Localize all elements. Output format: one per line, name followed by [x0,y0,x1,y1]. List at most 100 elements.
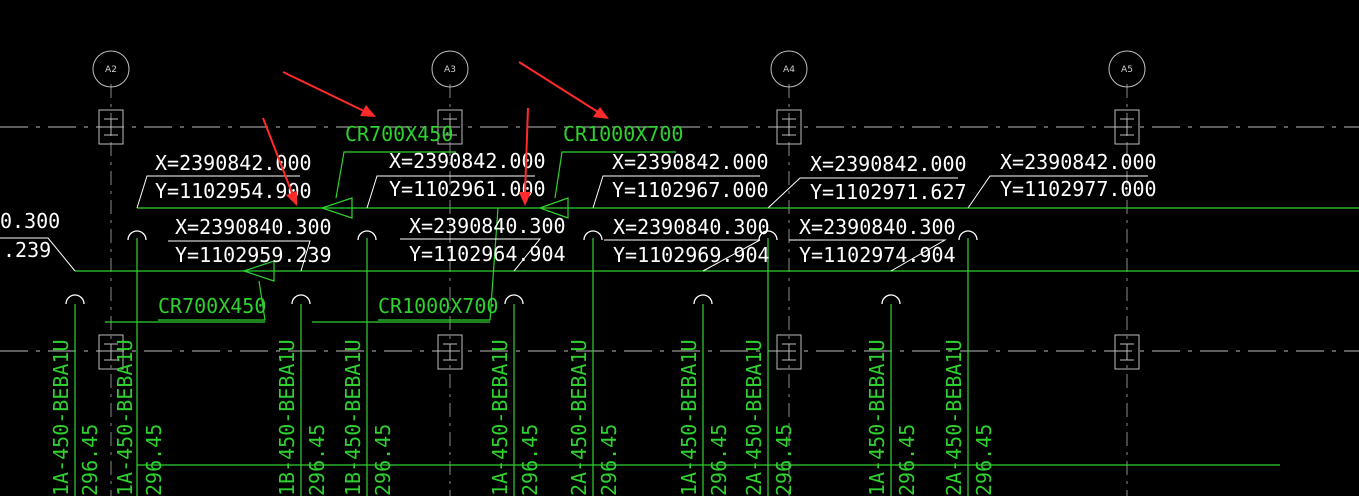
svg-text:CR1000X700: CR1000X700 [378,294,498,318]
column-symbol [1114,109,1140,145]
arc-marker [693,294,713,305]
coord-label: X=2390840.300 Y=1102959.239 [168,215,332,272]
svg-text:296.45: 296.45 [895,424,919,496]
column-symbol [776,334,802,370]
red-arrow-icon [282,71,376,117]
svg-text:A4: A4 [783,65,795,75]
column-symbol [98,334,124,370]
svg-text:X=2390840.300: X=2390840.300 [175,215,332,239]
annotation-arrows [262,61,609,206]
coord-label: X=2390840.300 Y=1102969.904 [604,215,770,272]
svg-text:Y=1102971.627: Y=1102971.627 [810,180,967,204]
svg-text:A5: A5 [1121,65,1133,75]
coord-label: X=2390840.300 Y=1102964.904 [400,214,566,272]
svg-text:CR700X450: CR700X450 [345,122,453,146]
svg-text:X=2390842.000: X=2390842.000 [1000,150,1157,174]
coord-labels-lower: X=2390840.300 Y=1102959.239 X=2390840.30… [168,214,956,272]
svg-text:Y=1102964.904: Y=1102964.904 [409,242,566,266]
svg-text:2A-450-BEBA1U: 2A-450-BEBA1U [942,339,966,496]
coord-label: X=2390842.000 Y=1102961.000 [366,149,546,209]
svg-text:296.45: 296.45 [78,424,102,496]
red-arrow-icon [518,61,609,119]
svg-text:296.45: 296.45 [142,424,166,496]
svg-text:CR1000X700: CR1000X700 [563,122,683,146]
svg-text:A3: A3 [444,65,456,75]
svg-text:296.45: 296.45 [518,424,542,496]
partial-labels: 0.300 .239 [0,209,76,272]
axis-lines [0,84,1359,496]
axis-bubble-a3: A3 [431,50,469,88]
svg-text:Y=1102977.000: Y=1102977.000 [1000,177,1157,201]
svg-text:296.45: 296.45 [597,424,621,496]
svg-text:1B-450-BEBA1U: 1B-450-BEBA1U [275,339,299,496]
duct-triangle [538,197,569,219]
svg-text:1A-450-BEBA1U: 1A-450-BEBA1U [865,339,889,496]
svg-text:X=2390840.300: X=2390840.300 [799,215,956,239]
svg-text:1A-450-BEBA1U: 1A-450-BEBA1U [49,339,73,496]
svg-text:1A-450-BEBA1U: 1A-450-BEBA1U [113,339,137,496]
svg-text:Y=1102969.904: Y=1102969.904 [613,243,770,267]
svg-text:.239: .239 [3,238,51,262]
svg-text:X=2390842.000: X=2390842.000 [389,149,546,173]
leader-line [554,151,676,199]
leader-line [335,151,456,199]
svg-text:Y=1102961.000: Y=1102961.000 [389,177,546,201]
svg-text:296.45: 296.45 [305,424,329,496]
svg-text:CR700X450: CR700X450 [158,294,266,318]
svg-text:1A-450-BEBA1U: 1A-450-BEBA1U [677,339,701,496]
column-symbol [1114,334,1140,370]
coord-label: X=2390842.000 Y=1102954.900 [136,151,312,209]
axis-bubble-a4: A4 [770,50,808,88]
svg-text:296.45: 296.45 [371,424,395,496]
leader-line [378,207,499,321]
svg-text:296.45: 296.45 [707,424,731,496]
coord-label: X=2390842.000 Y=1102971.627 [767,152,967,209]
column-symbol [776,109,802,145]
coord-label: X=2390842.000 Y=1102967.000 [592,150,769,209]
svg-text:X=2390840.300: X=2390840.300 [409,214,566,238]
coord-label: X=2390840.300 Y=1102974.904 [789,215,956,272]
svg-text:Y=1102959.239: Y=1102959.239 [175,243,332,267]
svg-text:296.45: 296.45 [972,424,996,496]
svg-text:2A-450-BEBA1U: 2A-450-BEBA1U [742,339,766,496]
red-arrow-icon [519,107,531,206]
leader-line [158,280,266,321]
arc-marker [127,230,147,241]
riser-labels: 1A-450-BEBA1U 296.45 1A-450-BEBA1U 296.4… [49,339,996,496]
arc-marker [583,230,603,241]
axis-bubble-a2: A2 [92,50,130,88]
svg-text:Y=1102954.900: Y=1102954.900 [155,179,312,203]
svg-text:1B-450-BEBA1U: 1B-450-BEBA1U [341,339,365,496]
svg-text:Y=1102967.000: Y=1102967.000 [612,178,769,202]
duct-triangle [242,260,275,282]
arc-marker [758,230,778,241]
arc-marker [881,294,901,305]
coord-label: X=2390842.000 Y=1102977.000 [967,150,1157,209]
svg-text:X=2390842.000: X=2390842.000 [810,152,967,176]
svg-text:Y=1102974.904: Y=1102974.904 [799,243,956,267]
duct-size-labels: CR700X450 CR1000X700 CR700X450 CR1000X70… [158,122,683,318]
duct-triangle [320,197,353,219]
coord-labels-upper: X=2390842.000 Y=1102954.900 X=2390842.00… [136,149,1157,209]
arc-marker [958,230,978,241]
column-symbols [98,109,1140,370]
pipe-markers [65,230,978,305]
svg-text:X=2390842.000: X=2390842.000 [155,151,312,175]
column-symbol [437,109,463,145]
svg-text:2A-450-BEBA1U: 2A-450-BEBA1U [567,339,591,496]
svg-text:1A-450-BEBA1U: 1A-450-BEBA1U [488,339,512,496]
column-symbol [98,109,124,145]
arc-marker [291,294,311,305]
svg-text:X=2390842.000: X=2390842.000 [612,150,769,174]
arc-marker [65,294,85,305]
svg-text:X=2390840.300: X=2390840.300 [613,215,770,239]
arc-marker [357,230,377,241]
column-symbol [437,334,463,370]
pipe-network[interactable] [74,151,1359,496]
axis-bubble-a5: A5 [1108,50,1146,88]
svg-text:0.300: 0.300 [0,209,60,233]
svg-text:296.45: 296.45 [772,424,796,496]
red-arrow-icon [262,117,297,206]
arc-marker [504,294,524,305]
